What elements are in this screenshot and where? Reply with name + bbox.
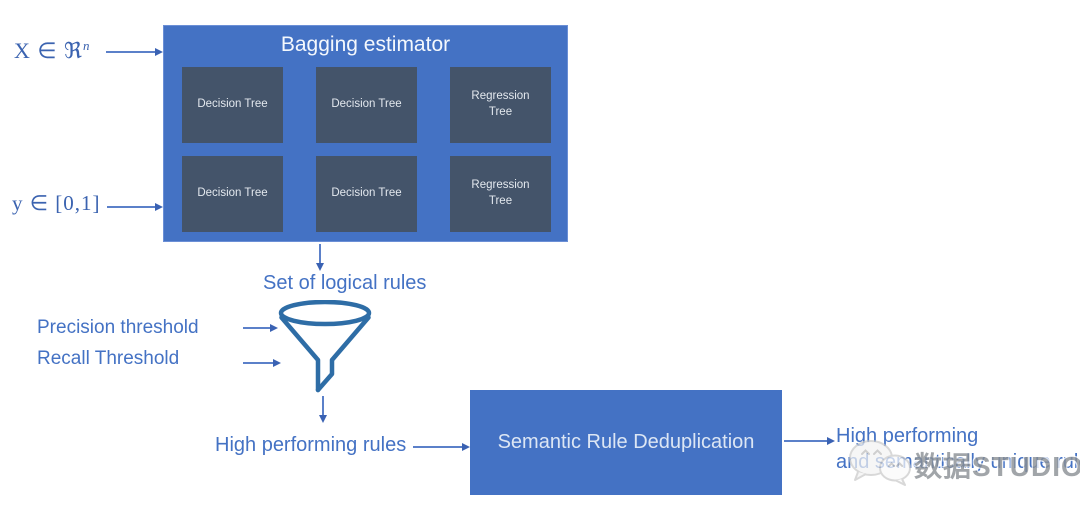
precision-threshold-label: Precision threshold xyxy=(37,317,199,338)
result-line-2: and semantically unique rules xyxy=(836,451,1080,473)
arrow-bagging-to-rules xyxy=(319,244,321,264)
tree-grid: Decision Tree Decision Tree Regression T… xyxy=(182,67,551,232)
input-y-label: y ∈ [0,1] xyxy=(12,191,101,215)
input-x-superscript: n xyxy=(82,38,91,53)
recall-threshold-label: Recall Threshold xyxy=(37,348,180,369)
arrow-rules-to-dedup xyxy=(413,446,463,448)
tree-box-2: Decision Tree xyxy=(316,67,417,143)
high-performing-rules-label: High performing rules xyxy=(215,434,407,456)
tree-box-1: Decision Tree xyxy=(182,67,283,143)
tree-box-5: Decision Tree xyxy=(316,156,417,232)
arrow-x-to-bagging xyxy=(106,51,156,53)
bagging-estimator-box: Bagging estimator Decision Tree Decision… xyxy=(163,25,568,242)
result-line-1: High performing xyxy=(836,425,979,447)
result-text: High performing and semantically unique … xyxy=(836,423,1080,475)
semantic-dedup-box: Semantic Rule Deduplication xyxy=(470,390,782,495)
arrow-funnel-to-high-rules xyxy=(322,396,324,416)
arrow-y-to-bagging xyxy=(107,206,156,208)
set-of-rules-label: Set of logical rules xyxy=(263,272,427,294)
tree-box-4: Decision Tree xyxy=(182,156,283,232)
bagging-estimator-title: Bagging estimator xyxy=(280,33,451,56)
input-x-label: X ∈ ℜn xyxy=(14,38,91,63)
arrow-recall-to-funnel xyxy=(243,362,274,364)
tree-box-3: Regression Tree xyxy=(450,67,551,143)
arrow-precision-to-funnel xyxy=(243,327,271,329)
semantic-dedup-label: Semantic Rule Deduplication xyxy=(497,431,755,453)
tree-box-6: Regression Tree xyxy=(450,156,551,232)
arrow-dedup-to-result xyxy=(784,440,828,442)
funnel-icon xyxy=(275,299,375,399)
